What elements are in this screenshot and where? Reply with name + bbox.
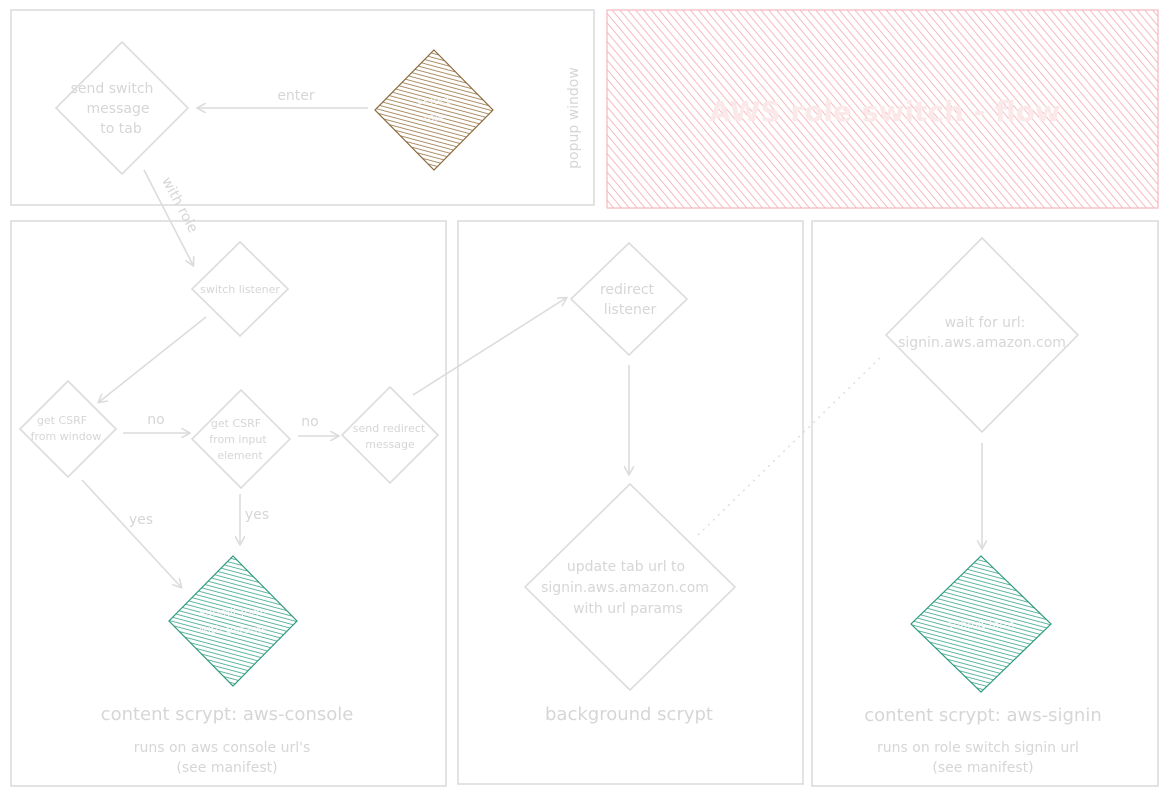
send-switch-diamond <box>54 40 190 176</box>
submit-form-diamond <box>168 555 298 687</box>
csrf-input-line3: element <box>217 449 263 462</box>
edge-yes-1-label: yes <box>129 512 153 528</box>
csrf-window-line1: get CSRF <box>37 414 87 427</box>
wait-url-line1: wait for url: <box>945 315 1026 331</box>
send-switch-line1: send switch <box>71 81 154 97</box>
background-frame <box>457 220 804 785</box>
popup-window-label: popup window <box>566 67 582 169</box>
aws-console-subtitle-1: runs on aws console url's <box>134 740 311 756</box>
update-tab-line2: signin.aws.amazon.com <box>541 580 709 596</box>
edge-yes-2-label: yes <box>245 507 269 523</box>
switch-listener-diamond <box>190 240 290 338</box>
diagram-title: AWS role switch - flow <box>709 95 1061 128</box>
aws-signin-title: content scrypt: aws-signin <box>864 705 1101 726</box>
send-redirect-line2: message <box>365 438 415 451</box>
aws-console-frame <box>10 220 447 787</box>
send-redirect-line1: send redirect <box>353 422 426 435</box>
csrf-input-line1: get CSRF <box>211 417 261 430</box>
switch-listener-label: switch listener <box>200 283 280 296</box>
edge-with-role <box>143 169 193 265</box>
csrf-input-line2: from input <box>209 433 267 446</box>
update-tab-line3: with url params <box>573 601 683 617</box>
aws-console-title: content scrypt: aws-console <box>101 704 354 725</box>
redirect-listener-line2: listener <box>604 302 657 318</box>
aws-signin-subtitle-2: (see manifest) <box>932 760 1033 776</box>
update-tab-diamond <box>523 482 737 692</box>
edge-update-to-wait-dotted <box>697 354 884 536</box>
submit-form-2-label: submit form <box>948 618 1015 631</box>
aws-signin-frame <box>811 220 1159 787</box>
edge-no-1-label: no <box>147 412 164 428</box>
update-tab-line1: update tab url to <box>567 559 685 575</box>
edge-redirect-to-listener <box>412 298 566 396</box>
title-banner <box>606 9 1159 209</box>
wait-url-line2: signin.aws.amazon.com <box>898 335 1066 351</box>
redirect-listener-line1: redirect <box>600 282 655 298</box>
send-switch-line3: to tab <box>100 121 142 137</box>
csrf-window-line2: from window <box>31 430 102 443</box>
popup-window-frame <box>10 9 595 206</box>
submit-form-line1: submit form <box>200 606 267 619</box>
select-role-diamond <box>374 49 494 171</box>
send-switch-line2: message <box>87 101 150 117</box>
aws-signin-subtitle-1: runs on role switch signin url <box>877 740 1079 756</box>
select-role-line1: select <box>418 94 451 107</box>
csrf-window-diamond <box>18 379 118 479</box>
edge-no-2-label: no <box>301 414 318 430</box>
redirect-listener-diamond <box>569 241 689 357</box>
background-title: background scrypt <box>545 704 713 725</box>
aws-console-subtitle-2: (see manifest) <box>176 760 277 776</box>
wait-url-diamond <box>884 236 1080 434</box>
select-role-line2: role <box>424 111 445 124</box>
edge-listener-to-csrf-window <box>99 316 207 402</box>
submit-form-2-diamond <box>910 555 1052 693</box>
submit-form-line2: with params <box>199 623 268 636</box>
edge-yes-1 <box>81 479 181 587</box>
edge-enter-label: enter <box>277 88 315 104</box>
csrf-input-diamond <box>190 388 292 490</box>
send-redirect-diamond <box>340 385 440 485</box>
